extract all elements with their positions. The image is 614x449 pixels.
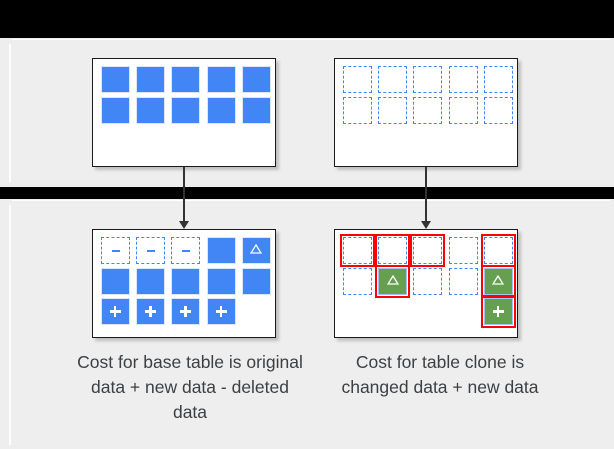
triangle-icon [492, 274, 505, 288]
table-cell [206, 237, 236, 264]
arrow-table-clone-down-icon [420, 167, 432, 229]
table-cell [136, 298, 166, 326]
table-cell [171, 298, 201, 326]
table-cell [378, 66, 408, 93]
table-cell [136, 96, 166, 124]
cell-grid [335, 230, 517, 337]
panel-bottom-left-edge [9, 205, 11, 445]
table-cell [483, 66, 513, 93]
table-cell [413, 237, 443, 264]
base-table-after-diagram [92, 229, 276, 338]
arrow-head [178, 221, 189, 229]
table-cell [483, 237, 513, 264]
table-cell [101, 96, 130, 124]
table-cell [241, 66, 271, 93]
table-clone-before-diagram [334, 58, 518, 167]
table-cell [413, 66, 443, 93]
minus-icon [146, 249, 155, 252]
triangle-icon [250, 243, 263, 257]
table-cell [413, 267, 443, 295]
plus-icon [215, 306, 227, 318]
arrow-shaft [183, 167, 185, 222]
table-cell [206, 96, 236, 124]
plus-icon [180, 306, 192, 318]
table-cell [171, 96, 201, 124]
table-cell [448, 267, 478, 295]
table-cell [136, 66, 166, 93]
cell-grid [93, 59, 275, 166]
table-cell [101, 298, 130, 326]
table-cell [448, 237, 478, 264]
table-cell [206, 298, 236, 326]
table-cell [343, 66, 372, 93]
minus-icon [111, 249, 120, 252]
table-cell [136, 267, 166, 295]
table-cell [343, 267, 372, 295]
table-cell [101, 267, 130, 295]
panel-top-hairline [12, 39, 610, 40]
table-cell [136, 237, 166, 264]
table-cell [206, 267, 236, 295]
table-cell [483, 267, 513, 295]
table-cell [378, 96, 408, 124]
table-cell [101, 237, 130, 264]
cell-grid [335, 59, 517, 166]
arrow-base-table-down-icon [178, 167, 190, 229]
caption-base-table: Cost for base table is original data + n… [77, 352, 303, 422]
table-cell [413, 96, 443, 124]
table-cell [171, 267, 201, 295]
table-cell [171, 237, 201, 264]
table-cell [206, 66, 236, 93]
table-cell [483, 96, 513, 124]
plus-icon [110, 306, 121, 318]
table-clone-after-diagram [334, 229, 518, 338]
caption-table-clone: Cost for table clone is changed data + n… [341, 352, 539, 397]
triangle-icon [386, 274, 399, 288]
panel-bottom-hairline [12, 200, 610, 201]
table-cell [101, 66, 130, 93]
table-cell [378, 267, 408, 295]
cell-grid [93, 230, 275, 337]
table-cell [241, 267, 271, 295]
table-cell [241, 237, 271, 264]
minus-icon [181, 249, 190, 252]
plus-icon [492, 306, 504, 318]
panel-top-left-edge [9, 44, 11, 182]
table-cell [448, 66, 478, 93]
table-cell [343, 237, 372, 264]
table-cell [171, 66, 201, 93]
base-table-before-diagram [92, 58, 276, 167]
table-cell [343, 96, 372, 124]
table-cell [378, 237, 408, 264]
table-cell [483, 298, 513, 326]
table-cell [448, 96, 478, 124]
table-cell [241, 96, 271, 124]
arrow-head [420, 221, 431, 229]
plus-icon [145, 306, 157, 318]
arrow-shaft [425, 167, 427, 222]
